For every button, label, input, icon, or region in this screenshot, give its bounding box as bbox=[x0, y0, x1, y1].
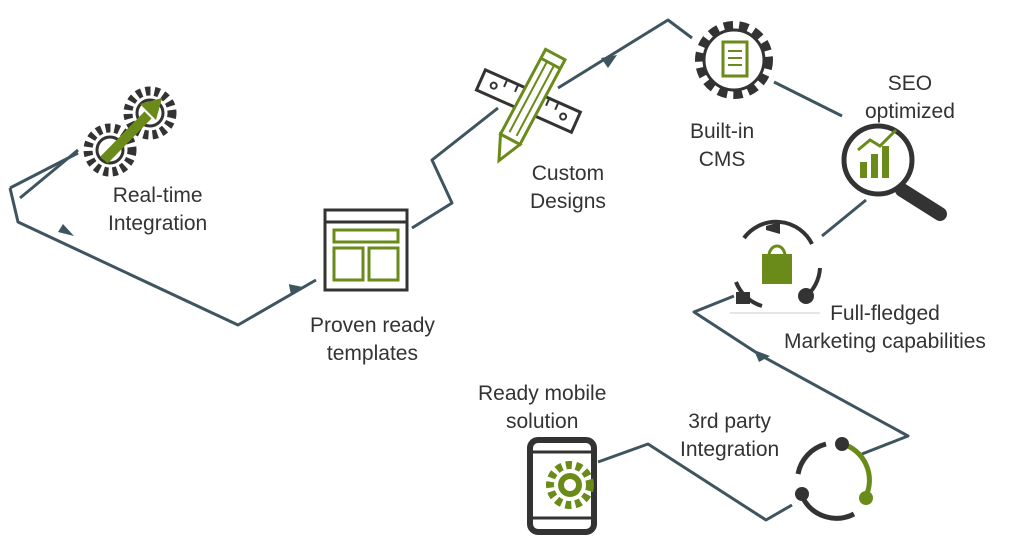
journey-path bbox=[597, 442, 793, 522]
gears-arrow-icon bbox=[100, 98, 162, 164]
journey-path bbox=[557, 18, 693, 90]
pencil-ruler-icon bbox=[474, 47, 583, 164]
shopping-bag-cycle-icon bbox=[730, 219, 822, 314]
gear-document-icon bbox=[695, 21, 773, 99]
path-arrow bbox=[601, 55, 617, 68]
mobile-gear-icon bbox=[527, 437, 597, 535]
journey-path bbox=[8, 187, 317, 327]
journey-path bbox=[773, 80, 843, 118]
journey-path bbox=[411, 106, 499, 230]
circular-arrows-icon bbox=[795, 437, 873, 521]
magnifier-chart-icon bbox=[841, 123, 947, 221]
gears-arrow-icon bbox=[83, 86, 177, 177]
path-arrow bbox=[754, 350, 770, 362]
path-arrow bbox=[58, 224, 74, 236]
template-layout-icon bbox=[323, 208, 409, 292]
journey-path bbox=[821, 198, 867, 238]
journey-path bbox=[9, 151, 79, 190]
gears-arrow-icon bbox=[95, 98, 165, 165]
path-arrow bbox=[288, 284, 304, 296]
